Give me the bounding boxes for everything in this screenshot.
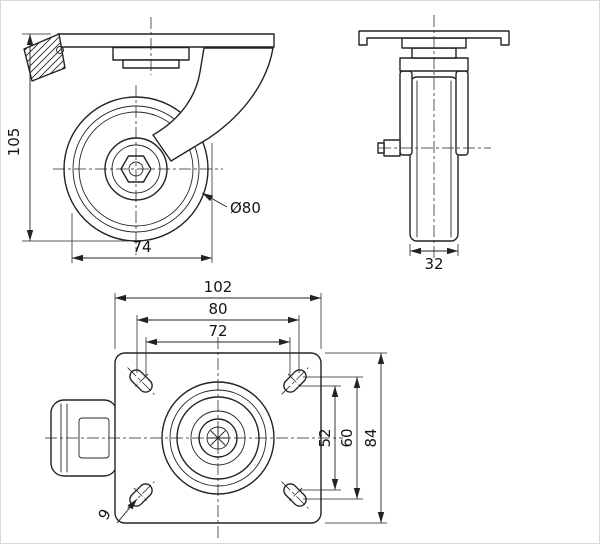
front-centerlines	[379, 15, 491, 259]
dimension-plate-length-102: 102	[114, 278, 322, 349]
fork-leg-left	[399, 70, 413, 156]
dimension-hole-span-52: 52	[299, 385, 341, 491]
top-centerlines	[45, 337, 343, 539]
dimension-width-32: 32	[409, 244, 459, 273]
top-view: 102 80 72 52 60	[45, 278, 387, 539]
dimension-height-105: 105	[5, 33, 129, 242]
dim-label-80: 80	[208, 300, 227, 318]
dimension-hole-span-72: 72	[145, 322, 291, 375]
top-plate-side	[57, 33, 275, 48]
dimension-plate-width-84: 84	[325, 352, 387, 524]
dim-label-d80: Ø80	[230, 199, 261, 217]
dim-label-52: 52	[316, 428, 334, 447]
dim-label-102: 102	[204, 278, 233, 296]
swivel-fork	[152, 47, 274, 162]
callout-wheel-diameter: Ø80	[201, 192, 261, 217]
dim-label-32: 32	[424, 255, 443, 273]
dimension-span-74: 74	[71, 143, 213, 263]
fork-leg-right	[455, 70, 469, 156]
dim-label-72: 72	[208, 322, 227, 340]
brake-lever	[23, 33, 66, 82]
dim-label-60: 60	[338, 428, 356, 447]
dim-label-105: 105	[5, 128, 23, 157]
dim-label-9: 9	[94, 506, 114, 523]
dimension-hole-span-60: 60	[303, 376, 363, 500]
side-centerlines	[53, 17, 223, 255]
side-view: 105 74 Ø80	[5, 17, 275, 263]
bolt-slot-top-right	[281, 367, 309, 395]
bolt-slot-top-left	[127, 367, 155, 395]
dim-label-74: 74	[132, 238, 151, 256]
dimension-hole-span-80: 80	[136, 300, 300, 373]
dim-label-84: 84	[362, 428, 380, 447]
lever-pivot	[56, 46, 64, 54]
front-view: 32	[358, 15, 510, 273]
